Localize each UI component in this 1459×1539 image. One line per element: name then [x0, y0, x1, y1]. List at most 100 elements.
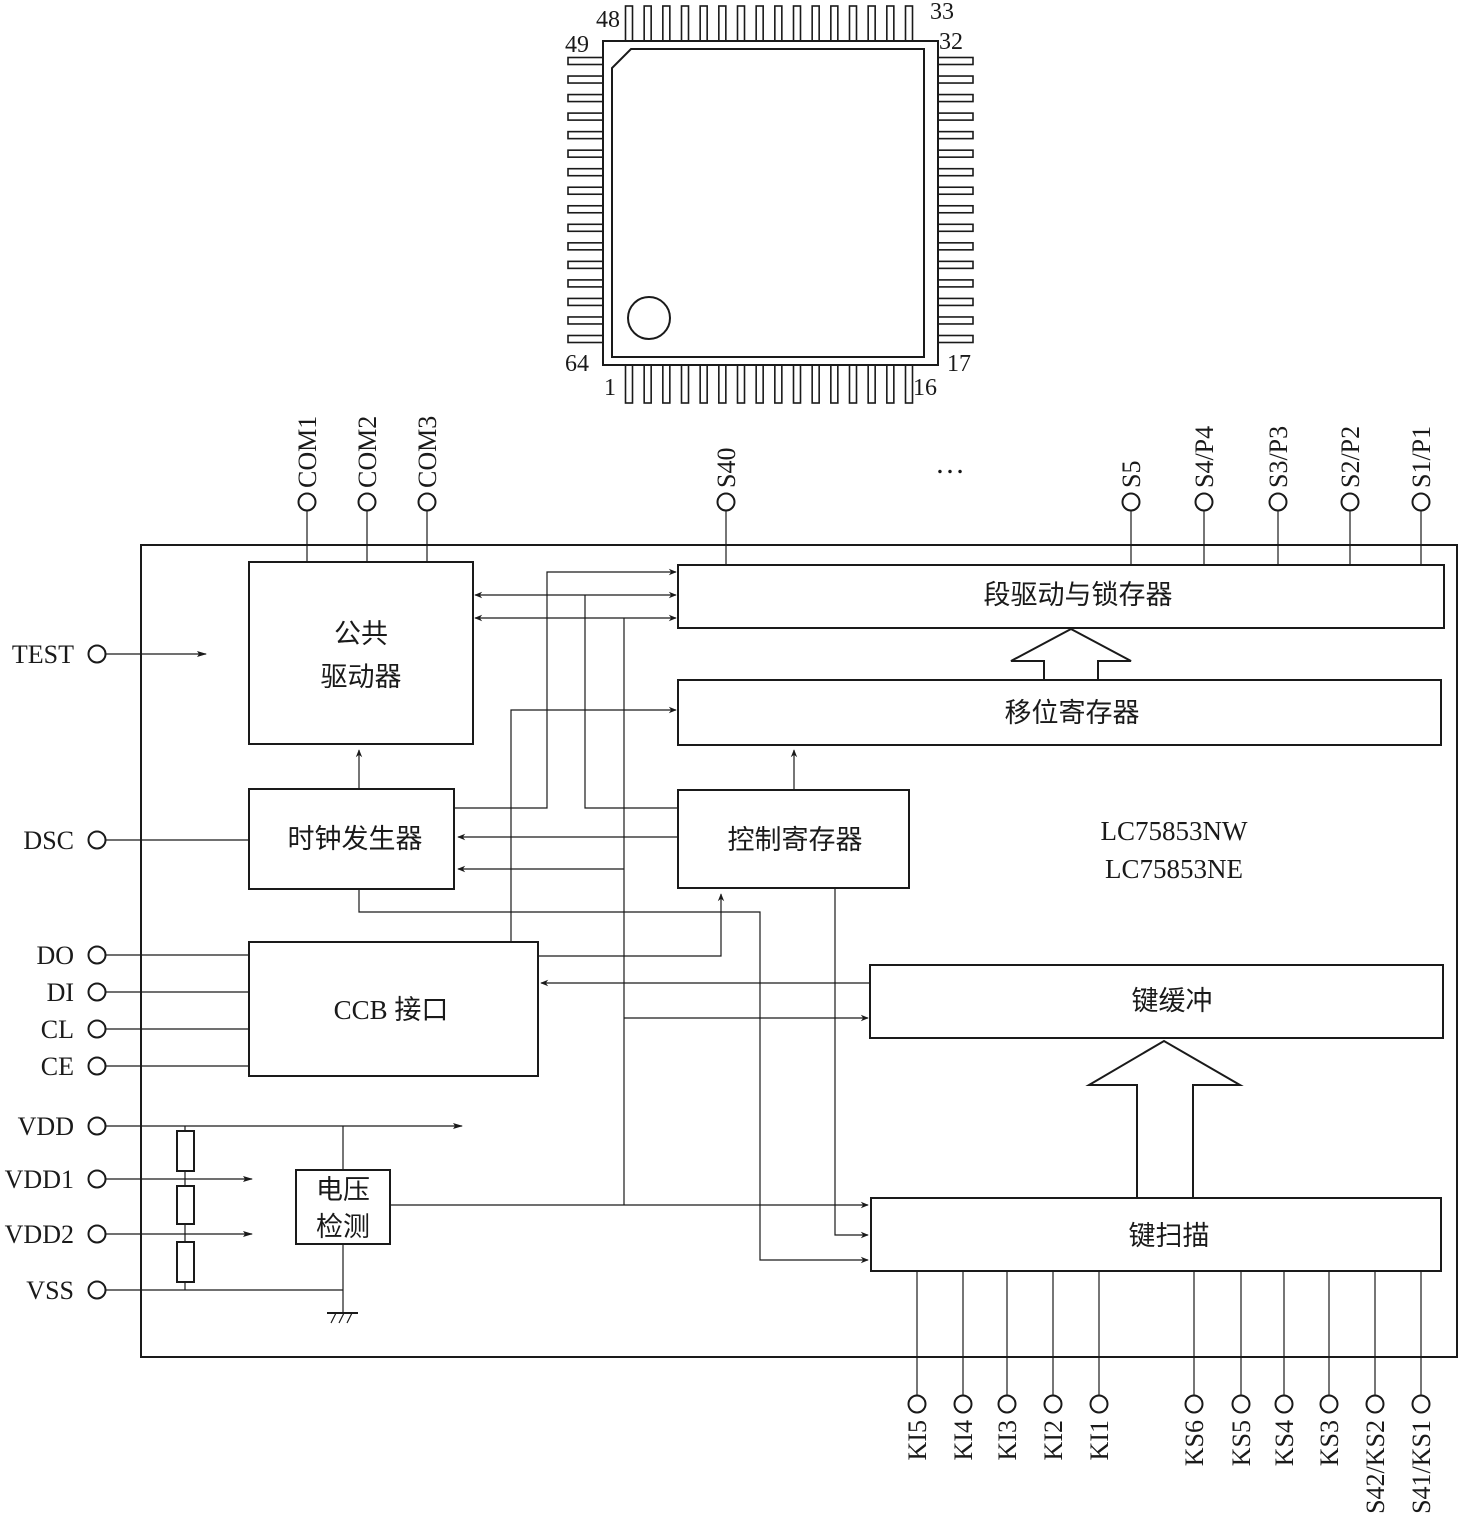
key-scan-label: 键扫描 [1129, 1221, 1210, 1251]
pin-cl-terminal [87, 1019, 107, 1039]
bus-arrow-scan-to-buffer [1085, 1039, 1244, 1198]
package-pin-top [774, 5, 783, 42]
package-pin-bottom [736, 364, 746, 404]
package-pin-left [567, 223, 604, 233]
shift-register-block: 移位寄存器 [677, 679, 1442, 746]
voltage-detect-label-2: 检测 [316, 1212, 370, 1242]
pin-ki3-label: KI3 [993, 1420, 1022, 1460]
pin-ks4-terminal [1274, 1394, 1294, 1414]
package-pin-right [937, 334, 974, 344]
package-pin-right [937, 242, 974, 251]
pin-ki4-label: KI4 [949, 1420, 978, 1460]
package-pin-right [937, 93, 974, 103]
pin-s4-p4-label: S4/P4 [1190, 426, 1219, 488]
pin-number-33: 33 [930, 0, 954, 25]
pin-vdd2-label: VDD2 [5, 1220, 74, 1249]
package-pin-left [567, 56, 604, 66]
pin-dsc-label: DSC [23, 826, 74, 855]
chip-package: 48 33 49 32 64 17 1 16 [565, 0, 974, 404]
pin-vdd1-terminal [87, 1169, 107, 1189]
pin-ks6-label: KS6 [1180, 1420, 1209, 1466]
package-pin-left [567, 334, 604, 344]
pin-s40-label: S40 [712, 448, 741, 488]
pin-s1-p1-label: S1/P1 [1407, 426, 1436, 488]
pin-vdd2-terminal [87, 1224, 107, 1244]
package-pin-bottom [792, 364, 802, 404]
chip-name-nw: LC75853NW [1101, 816, 1249, 846]
package-pin-right [937, 260, 974, 270]
package-pin-left [567, 149, 604, 158]
package-pin-top [830, 5, 839, 42]
package-pin-top [755, 5, 764, 42]
package-pin-top [867, 5, 876, 42]
ic-boundary [140, 544, 1458, 1358]
package-pin-left [567, 260, 604, 270]
package-pin-bottom [848, 364, 858, 404]
package-pin-top [718, 5, 727, 42]
package-pin-bottom [811, 364, 820, 404]
clock-generator-block: 时钟发生器 [248, 788, 455, 890]
pin-number-49: 49 [565, 32, 589, 58]
package-pin-top [699, 5, 708, 42]
pin-s42-ks2-label: S42/KS2 [1361, 1420, 1390, 1514]
pin-ki4-terminal [953, 1394, 973, 1414]
chip-name-ne: LC75853NE [1105, 854, 1243, 884]
package-pin-bottom [755, 364, 764, 404]
key-buffer-label: 键缓冲 [1132, 986, 1213, 1016]
pin-number-48: 48 [596, 7, 620, 33]
package-pin-right [937, 204, 974, 214]
package-pin-left [567, 112, 604, 121]
package-pin-bottom [774, 364, 783, 404]
pin-com1-terminal [297, 492, 317, 512]
pin-test-terminal [87, 644, 107, 664]
segment-ellipsis: … [935, 447, 965, 480]
package-pin-top [886, 5, 895, 42]
package-pin-top [904, 5, 914, 42]
control-register-label: 控制寄存器 [728, 825, 863, 855]
voltage-detect-label-1: 电压 [316, 1175, 370, 1205]
package-pin-bottom [643, 364, 652, 404]
pin-vdd-terminal [87, 1116, 107, 1136]
pin-ki3-terminal [997, 1394, 1017, 1414]
pin-ce-label: CE [41, 1052, 74, 1081]
package-pin-bottom [904, 364, 914, 404]
pin-com1-label: COM1 [293, 416, 322, 488]
pin-vss-label: VSS [26, 1276, 74, 1305]
pin-ks6-terminal [1184, 1394, 1204, 1414]
package-pin-right [937, 223, 974, 233]
pin-s40-terminal [716, 492, 736, 512]
pin-ks4-label: KS4 [1270, 1420, 1299, 1466]
package-pin-right [937, 297, 974, 307]
package-pin-left [567, 75, 604, 84]
ccb-interface-block: CCB 接口 [248, 941, 539, 1077]
package-pin-right [937, 56, 974, 66]
internal-wiring [106, 568, 870, 1324]
pin-ki5-terminal [907, 1394, 927, 1414]
package-pin-top [624, 5, 634, 42]
segment-driver-label: 段驱动与锁存器 [984, 580, 1173, 610]
package-pin-left [567, 130, 604, 140]
package-pin-left [567, 316, 604, 325]
package-pin-right [937, 130, 974, 140]
pin-s3-p3-label: S3/P3 [1264, 426, 1293, 488]
pin-s2-p2-terminal [1340, 492, 1360, 512]
pin-s5-label: S5 [1117, 461, 1146, 488]
package-pin-top [643, 5, 652, 42]
pin-ki1-label: KI1 [1085, 1420, 1114, 1460]
package-pin-right [937, 149, 974, 158]
resistor-r1 [176, 1130, 195, 1172]
pin-com2-terminal [357, 492, 377, 512]
pin-s5-terminal [1121, 492, 1141, 512]
package-pin-bottom [867, 364, 876, 404]
pin-com2-label: COM2 [353, 416, 382, 488]
pin-ce-terminal [87, 1056, 107, 1076]
package-pin-right [937, 112, 974, 121]
package-pin-left [567, 186, 604, 196]
pin-s41-ks1-label: S41/KS1 [1407, 1420, 1436, 1514]
pin-vss-terminal [87, 1280, 107, 1300]
resistor-r3 [176, 1241, 195, 1283]
